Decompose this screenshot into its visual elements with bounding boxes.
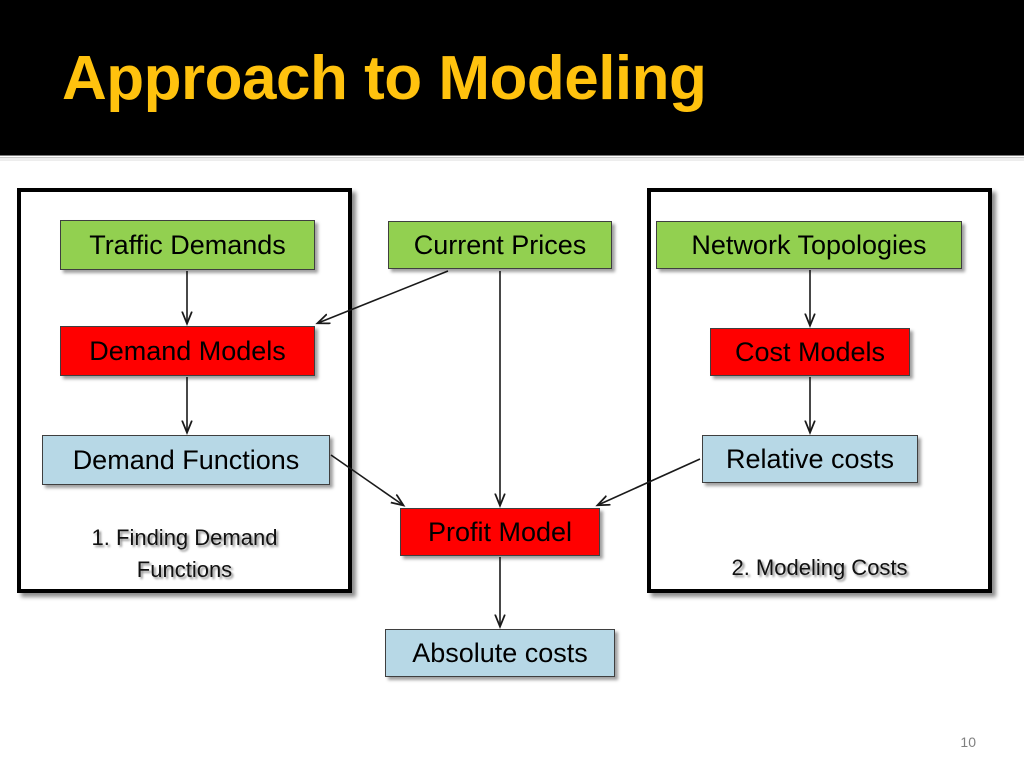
node-current-prices[interactable]: Current Prices [388, 221, 612, 269]
panel-right-caption: 2. Modeling Costs [651, 552, 988, 584]
panel-left-caption-line1: 1. Finding Demand [91, 525, 278, 550]
node-traffic-demands[interactable]: Traffic Demands [60, 220, 315, 270]
node-profit-model[interactable]: Profit Model [400, 508, 600, 556]
panel-left-caption-line2: Functions [136, 556, 233, 582]
node-absolute-costs[interactable]: Absolute costs [385, 629, 615, 677]
page-number: 10 [960, 734, 976, 750]
node-relative-costs[interactable]: Relative costs [702, 435, 918, 483]
node-demand-models[interactable]: Demand Models [60, 326, 315, 376]
node-demand-functions[interactable]: Demand Functions [42, 435, 330, 485]
panel-right-caption-line1: 2. Modeling Costs [731, 555, 908, 580]
panel-left-caption: 1. Finding Demand Functions [21, 522, 348, 586]
title-bar: Approach to Modeling [0, 0, 1024, 155]
page-title: Approach to Modeling [62, 44, 707, 113]
node-network-topologies[interactable]: Network Topologies [656, 221, 962, 269]
title-divider [0, 155, 1024, 161]
node-cost-models[interactable]: Cost Models [710, 328, 910, 376]
